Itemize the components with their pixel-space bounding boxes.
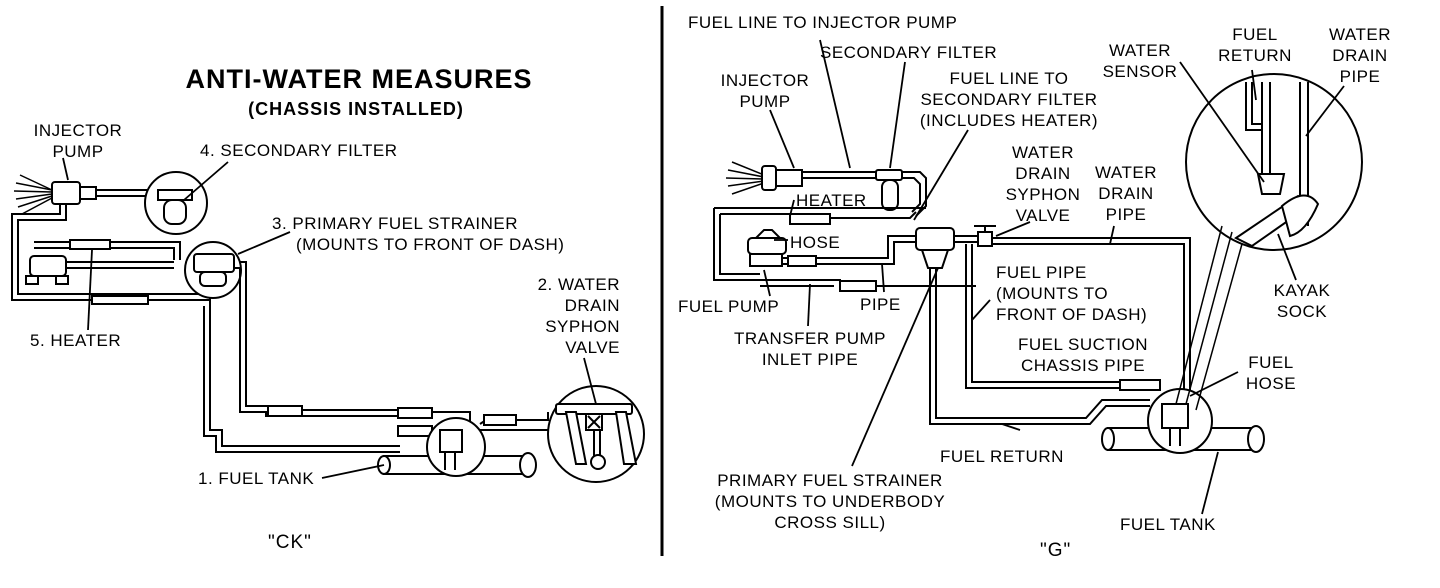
g-sender-inset — [1185, 73, 1363, 251]
ck-caption: "CK" — [268, 532, 312, 553]
ck-fuel-tank — [377, 417, 537, 478]
g-label-pipe: PIPE — [860, 295, 901, 314]
ck-injector-spray — [13, 174, 53, 215]
g-caption: "G" — [1040, 540, 1072, 561]
ck-leader-lines — [62, 157, 597, 479]
ck-fuel-lines — [11, 171, 645, 483]
g-injector-spray — [725, 161, 765, 195]
ck-label-injector-pump: INJECTOR PUMP — [33, 121, 123, 161]
ck-water-drain-valve-inset — [547, 385, 645, 483]
ck-subtitle: (CHASSIS INSTALLED) — [248, 99, 464, 119]
g-label-kayak-sock: KAYAK SOCK — [1273, 281, 1331, 321]
ck-heater-sleeve — [69, 239, 111, 250]
g-leader-lines — [763, 39, 1345, 515]
g-label-water-drain-pipe: WATER DRAIN PIPE — [1095, 163, 1157, 224]
g-water-drain-valve — [977, 231, 993, 247]
ck-label-primary-strainer: 3. PRIMARY FUEL STRAINER (MOUNTS TO FRON… — [272, 214, 565, 254]
g-heater-sleeve — [789, 213, 831, 225]
g-label-fuel-tank: FUEL TANK — [1120, 515, 1216, 534]
g-primary-strainer — [915, 227, 955, 269]
g-label-water-drain-pipe-top: WATER DRAIN PIPE — [1329, 25, 1391, 86]
g-label-heater: HEATER — [796, 191, 867, 210]
g-label-fuel-pipe: FUEL PIPE (MOUNTS TO FRONT OF DASH) — [996, 263, 1148, 324]
g-label-hose: HOSE — [790, 233, 841, 252]
g-label-fuel-return-top: FUEL RETURN — [1218, 25, 1292, 65]
g-label-fuel-hose: FUEL HOSE — [1245, 353, 1297, 393]
g-label-fuel-line-injector: FUEL LINE TO INJECTOR PUMP — [688, 13, 958, 32]
ck-label-heater: 5. HEATER — [30, 331, 122, 350]
ck-label-fuel-tank: 1. FUEL TANK — [198, 469, 315, 488]
ck-label-water-drain-valve: 2. WATER DRAIN SYPHON VALVE — [537, 275, 620, 357]
g-label-fuel-suction: FUEL SUCTION CHASSIS PIPE — [1017, 335, 1149, 375]
ck-title: ANTI-WATER MEASURES — [185, 64, 533, 94]
g-label-transfer-pump: TRANSFER PUMP INLET PIPE — [734, 329, 886, 369]
ck-label-secondary-filter: 4. SECONDARY FILTER — [200, 141, 398, 160]
ck-injector-pump — [51, 181, 81, 205]
g-label-water-sensor: WATER SENSOR — [1102, 41, 1178, 81]
g-fuel-tank — [1101, 388, 1265, 454]
g-label-injector-pump: INJECTOR PUMP — [720, 71, 810, 111]
g-injector-pump — [761, 165, 777, 191]
g-label-fuel-return: FUEL RETURN — [940, 447, 1064, 466]
g-label-fuel-line-secondary: FUEL LINE TO SECONDARY FILTER (INCLUDES … — [919, 69, 1099, 130]
g-fuel-lines — [713, 73, 1363, 454]
g-label-secondary-filter: SECONDARY FILTER — [820, 43, 998, 62]
g-label-water-drain-valve: WATER DRAIN SYPHON VALVE — [1005, 143, 1081, 225]
g-secondary-filter — [875, 169, 903, 181]
g-label-fuel-pump: FUEL PUMP — [678, 297, 780, 316]
g-label-primary-strainer: PRIMARY FUEL STRAINER (MOUNTS TO UNDERBO… — [714, 471, 946, 532]
